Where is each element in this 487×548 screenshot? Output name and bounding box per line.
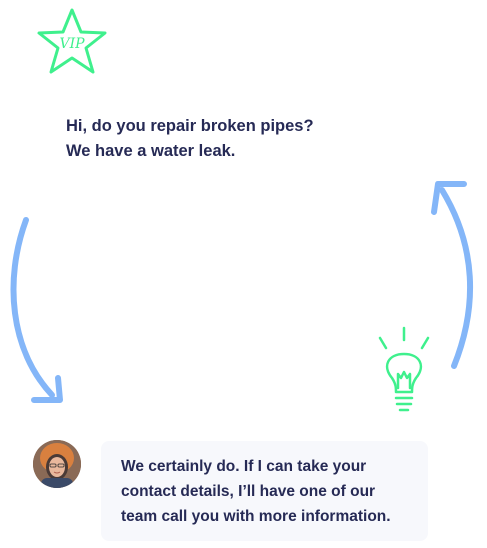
agent-message-bubble: We certainly do. If I can take your cont… (101, 441, 428, 541)
vip-label: VIP (59, 36, 85, 52)
agent-photo (33, 440, 81, 488)
customer-message-line: Hi, do you repair broken pipes? (66, 117, 314, 135)
curved-arrow-up-icon (431, 181, 474, 369)
agent-message-line: We certainly do. If I can take your (121, 458, 367, 475)
customer-message-line: We have a water leak. (66, 142, 236, 160)
agent-message-line: contact details, I’ll have one of our (121, 483, 376, 500)
vip-star-icon: VIP (37, 8, 107, 74)
customer-message: Hi, do you repair broken pipes? We have … (66, 114, 396, 164)
lightbulb-icon (378, 326, 430, 412)
agent-message-line: team call you with more information. (121, 508, 391, 525)
curved-arrow-down-icon (10, 217, 63, 403)
agent-avatar (33, 440, 81, 488)
